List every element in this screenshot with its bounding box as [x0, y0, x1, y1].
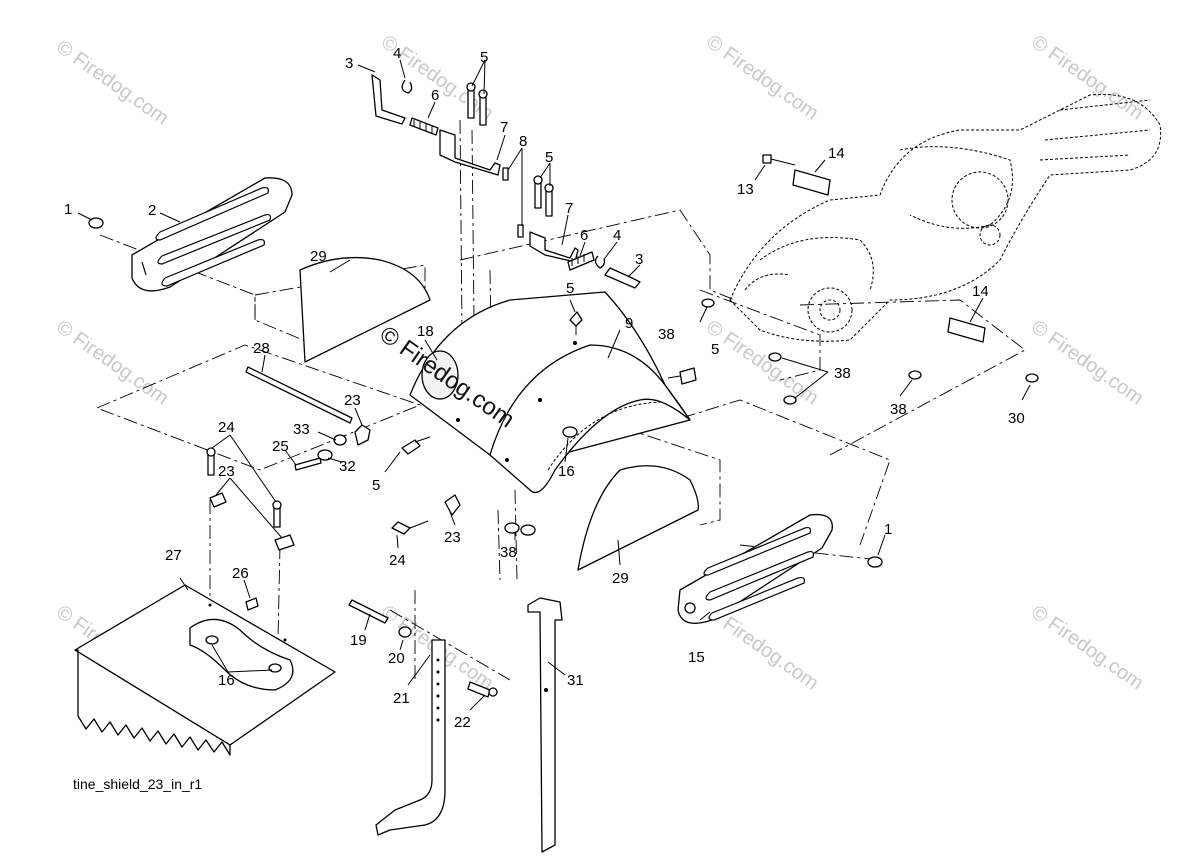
- rod: [245, 366, 353, 424]
- callout-26: 26: [232, 565, 249, 582]
- callout-38: 38: [500, 544, 517, 561]
- callout-25: 25: [272, 438, 289, 455]
- callout-20: 20: [388, 650, 405, 667]
- callout-28: 28: [253, 340, 270, 357]
- callout-16: 16: [218, 672, 235, 689]
- tiller-frame-outline: [729, 93, 1162, 342]
- mounting-bracket-upper: [762, 154, 831, 196]
- callout-21: 21: [393, 690, 410, 707]
- callout-38: 38: [890, 401, 907, 418]
- callout-5: 5: [480, 49, 488, 66]
- callout-14: 14: [828, 145, 845, 162]
- callout-6: 6: [431, 87, 439, 104]
- callout-5: 5: [566, 280, 574, 297]
- watermark: © Firedog.com: [52, 316, 172, 409]
- callouts: 1 1 2 3 3 4 4 5 5 5 5 5 6 6 7 7 8 9 13 1…: [64, 45, 1025, 731]
- callout-23: 23: [344, 392, 361, 409]
- callout-38: 38: [834, 365, 851, 382]
- callout-23: 23: [218, 463, 235, 480]
- callout-4: 4: [613, 227, 621, 244]
- callout-1: 1: [64, 201, 72, 218]
- callout-13: 13: [737, 181, 754, 198]
- side-deflector-left: [131, 177, 293, 292]
- callout-19: 19: [350, 632, 367, 649]
- callout-8: 8: [519, 133, 527, 150]
- watermark: © Firedog.com: [1027, 31, 1147, 124]
- callout-30: 30: [1008, 410, 1025, 427]
- callout-16: 16: [558, 463, 575, 480]
- callout-29: 29: [612, 570, 629, 587]
- callout-14: 14: [972, 283, 989, 300]
- callout-29: 29: [310, 248, 327, 265]
- callout-24: 24: [389, 552, 406, 569]
- bracket-assembly-upper: [371, 74, 524, 238]
- watermark: © Firedog.com: [1027, 601, 1147, 694]
- callout-3: 3: [635, 251, 643, 268]
- callout-7: 7: [500, 119, 508, 136]
- watermark: © Firedog.com: [702, 31, 822, 124]
- callout-23: 23: [444, 529, 461, 546]
- depth-bar-assembly: [348, 599, 498, 836]
- side-panel-lower: [577, 465, 699, 571]
- callout-27: 27: [165, 547, 182, 564]
- callout-5: 5: [545, 149, 553, 166]
- vertical-bar: [527, 597, 563, 853]
- side-deflector-right: [677, 513, 833, 624]
- leader-lines: [77, 59, 1031, 711]
- callout-31: 31: [567, 672, 584, 689]
- callout-18: 18: [417, 323, 434, 340]
- bracket-assembly-lower: [529, 175, 641, 289]
- tine-shield-hood: [409, 291, 691, 494]
- watermark: © Firedog.com: [52, 36, 172, 129]
- callout-6: 6: [580, 227, 588, 244]
- callout-22: 22: [454, 714, 471, 731]
- watermark: © Firedog.com: [1027, 316, 1147, 409]
- callout-3: 3: [345, 55, 353, 72]
- callout-9: 9: [625, 315, 633, 332]
- small-hardware: [88, 217, 1039, 568]
- callout-1: 1: [884, 521, 892, 538]
- callout-24: 24: [218, 419, 235, 436]
- watermark: © Firedog.com: [702, 316, 822, 409]
- callout-7: 7: [565, 200, 573, 217]
- callout-33: 33: [293, 421, 310, 438]
- callout-5: 5: [372, 477, 380, 494]
- mounting-bracket-lower: [947, 317, 986, 343]
- side-panel-upper: [299, 256, 431, 363]
- callout-15: 15: [688, 649, 705, 666]
- callout-32: 32: [339, 458, 356, 475]
- callout-4: 4: [393, 45, 401, 62]
- callout-38: 38: [658, 326, 675, 343]
- callout-2: 2: [148, 202, 156, 219]
- rear-flap: [74, 584, 336, 756]
- callout-5: 5: [711, 341, 719, 358]
- diagram-caption: tine_shield_23_in_r1: [73, 776, 203, 792]
